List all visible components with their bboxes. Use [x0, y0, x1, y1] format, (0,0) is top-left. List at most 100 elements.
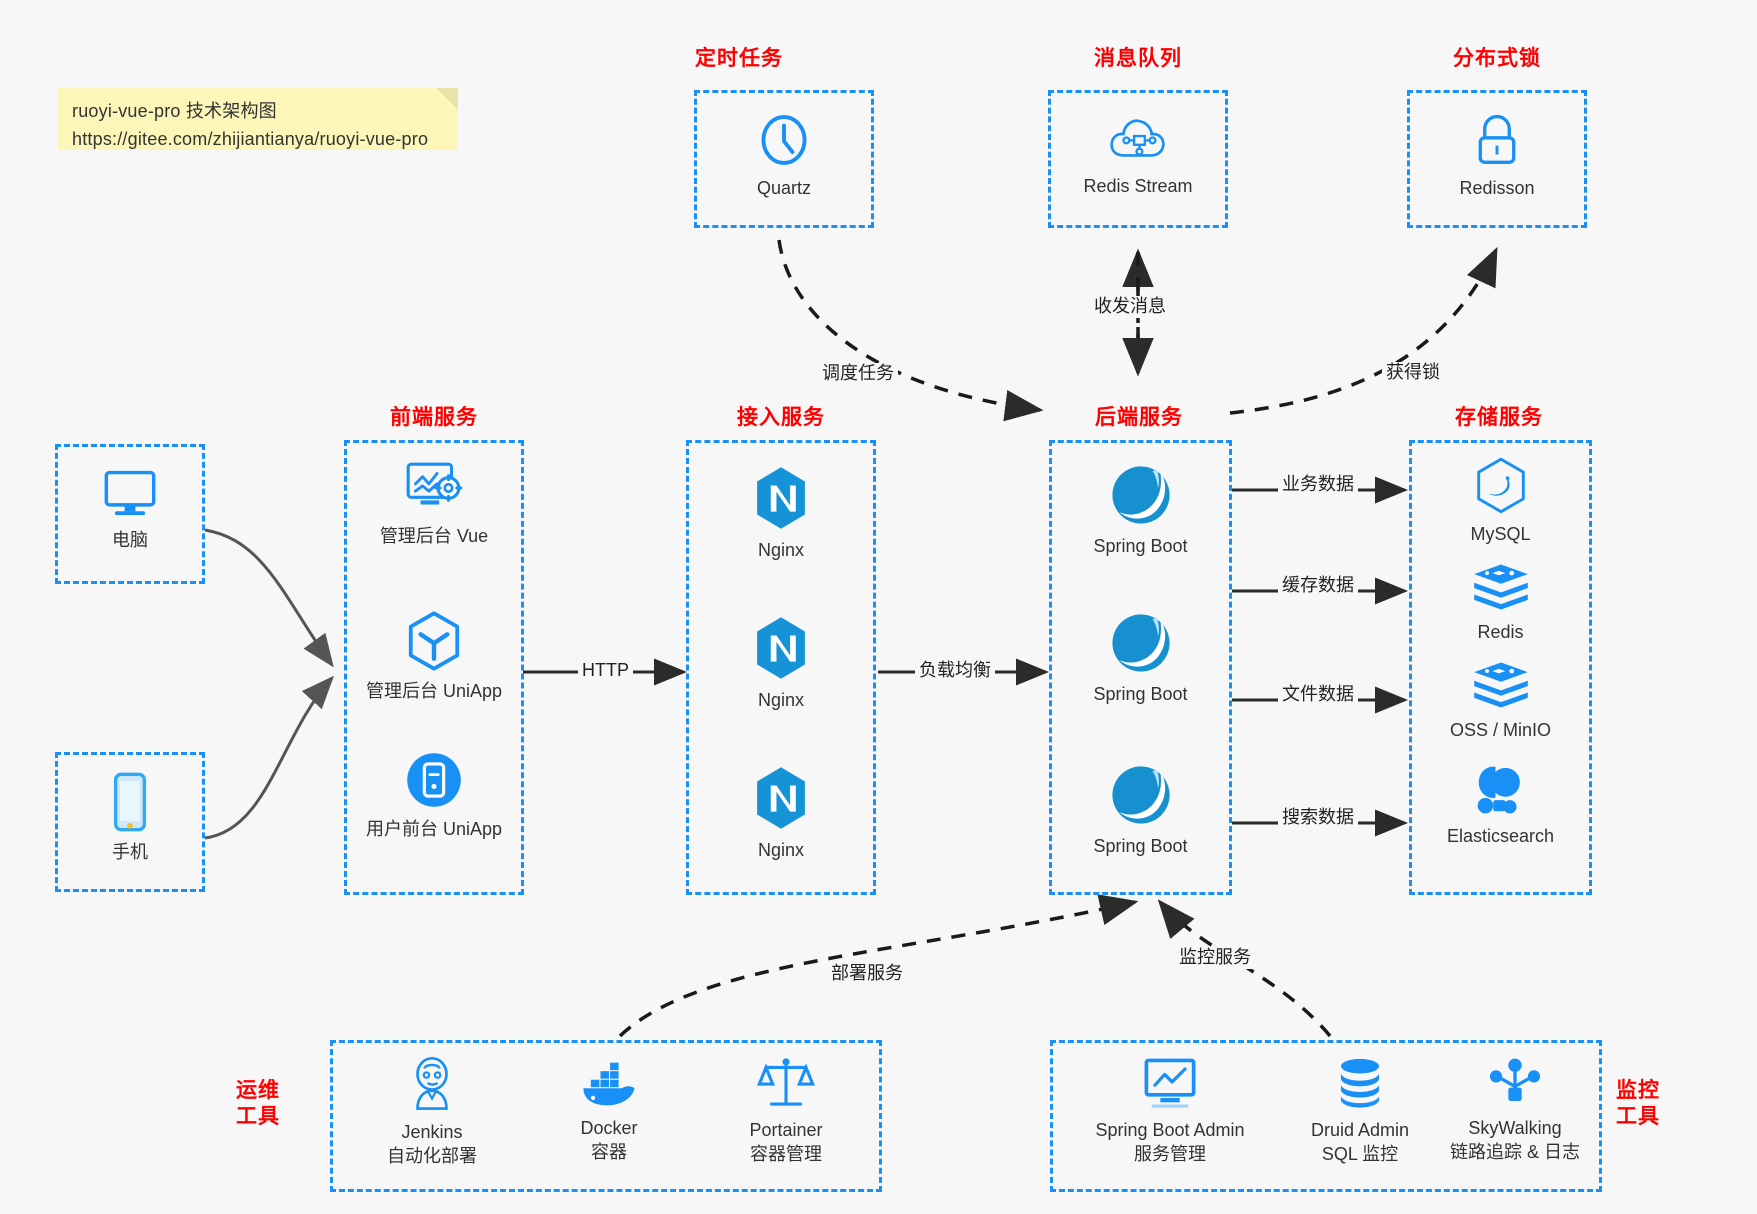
node-label: Redisson — [1459, 178, 1535, 198]
edge-label-file-data: 文件数据 — [1278, 684, 1358, 706]
node-nginx-1[interactable]: Nginx — [689, 465, 873, 562]
node-jenkins[interactable]: Jenkins 自动化部署 — [347, 1055, 517, 1169]
node-nginx-3[interactable]: Nginx — [689, 765, 873, 862]
group-title-frontend: 前端服务 — [390, 406, 478, 429]
group-box-storage[interactable]: MySQL Redis OSS / MinIO — [1409, 440, 1592, 895]
node-sublabel: 链路追踪 & 日志 — [1449, 1142, 1580, 1163]
node-label: Spring Boot Admin — [1095, 1120, 1245, 1140]
node-label: Jenkins — [401, 1122, 463, 1142]
node-redis-stream[interactable]: Redis Stream — [1051, 109, 1225, 198]
node-label: Quartz — [756, 178, 812, 198]
node-oss-minio[interactable]: OSS / MinIO — [1412, 659, 1589, 742]
group-box-scheduler[interactable]: Quartz — [694, 90, 874, 228]
node-label: Portainer — [749, 1120, 823, 1140]
group-title-backend: 后端服务 — [1095, 406, 1183, 429]
group-box-frontend[interactable]: 管理后台 Vue 管理后台 UniApp 用户前台 UniApp — [344, 440, 524, 895]
node-spring-boot-3[interactable]: Spring Boot — [1052, 763, 1229, 858]
node-druid-admin[interactable]: Druid Admin SQL 监控 — [1275, 1055, 1445, 1167]
edge-label-deploy-service: 部署服务 — [827, 963, 907, 985]
node-label: Nginx — [757, 840, 805, 860]
edge-label-business-data: 业务数据 — [1278, 474, 1358, 496]
node-label: 用户前台 UniApp — [365, 819, 503, 839]
node-sublabel: SQL 监控 — [1321, 1144, 1399, 1165]
edge-label-http: HTTP — [578, 660, 633, 682]
edge-label-schedule-task: 调度任务 — [818, 363, 898, 385]
node-spring-boot-2[interactable]: Spring Boot — [1052, 611, 1229, 706]
node-phone[interactable]: 手机 — [58, 771, 202, 864]
nginx-icon — [757, 467, 805, 529]
group-title-ops-line1: 运维 — [236, 1079, 280, 1102]
group-box-ops[interactable]: Jenkins 自动化部署 Docker 容器 Portain — [330, 1040, 882, 1192]
node-nginx-2[interactable]: Nginx — [689, 615, 873, 712]
edge-label-send-receive-message: 收发消息 — [1090, 296, 1170, 318]
group-title-ops-line2: 工具 — [236, 1105, 280, 1129]
node-sublabel: 服务管理 — [1134, 1144, 1206, 1165]
group-box-distributed-lock[interactable]: Redisson — [1407, 90, 1587, 228]
spring-boot-icon — [1111, 766, 1170, 824]
node-computer[interactable]: 电脑 — [58, 465, 202, 552]
group-title-ops: 运维 工具 — [236, 1078, 280, 1131]
node-label: 管理后台 Vue — [379, 526, 489, 546]
mysql-icon — [1476, 457, 1525, 514]
node-label: Elasticsearch — [1446, 826, 1555, 846]
note-url: https://gitee.com/zhijiantianya/ruoyi-vu… — [72, 128, 429, 149]
group-box-computer[interactable]: 电脑 — [55, 444, 205, 584]
group-title-monitor-line1: 监控 — [1616, 1079, 1660, 1102]
group-box-monitor[interactable]: Spring Boot Admin 服务管理 Druid Admin SQL 监… — [1050, 1040, 1602, 1192]
group-box-gateway[interactable]: Nginx Nginx Nginx — [686, 440, 876, 895]
node-label: SkyWalking — [1468, 1118, 1562, 1138]
node-sublabel: 容器管理 — [750, 1144, 822, 1165]
node-label: 电脑 — [112, 530, 148, 550]
node-skywalking[interactable]: SkyWalking 链路追踪 & 日志 — [1425, 1055, 1605, 1165]
node-elasticsearch[interactable]: Elasticsearch — [1412, 761, 1589, 848]
edge-label-acquire-lock: 获得锁 — [1382, 362, 1444, 384]
lock-icon — [1478, 114, 1516, 164]
skywalking-icon — [1489, 1058, 1541, 1101]
cloud-network-icon — [1110, 119, 1165, 157]
node-label: 手机 — [112, 842, 148, 862]
group-title-storage: 存储服务 — [1455, 406, 1543, 429]
group-box-backend[interactable]: Spring Boot Spring Boot Spring Boot — [1049, 440, 1232, 895]
app-circle-icon — [407, 753, 461, 807]
cube-icon — [408, 611, 460, 671]
group-title-gateway: 接入服务 — [737, 406, 825, 429]
node-mysql[interactable]: MySQL — [1412, 457, 1589, 546]
node-label: OSS / MinIO — [1449, 720, 1552, 740]
node-label: Spring Boot — [1093, 836, 1188, 856]
node-label: Druid Admin — [1310, 1120, 1410, 1140]
note-card: ruoyi-vue-pro 技术架构图 https://gitee.com/zh… — [58, 88, 458, 150]
spring-boot-icon — [1111, 466, 1170, 524]
node-label: Spring Boot — [1093, 684, 1188, 704]
node-spring-boot-1[interactable]: Spring Boot — [1052, 463, 1229, 558]
node-sublabel: 容器 — [591, 1142, 627, 1163]
group-title-monitor: 监控 工具 — [1616, 1078, 1660, 1131]
edge-label-monitor-service: 监控服务 — [1175, 947, 1255, 969]
node-quartz[interactable]: Quartz — [697, 111, 871, 200]
node-user-uniapp[interactable]: 用户前台 UniApp — [347, 750, 521, 841]
edge-label-load-balance: 负载均衡 — [915, 660, 995, 682]
node-redisson[interactable]: Redisson — [1410, 111, 1584, 200]
node-sublabel: 自动化部署 — [387, 1146, 477, 1167]
node-label: Spring Boot — [1093, 536, 1188, 556]
clock-icon — [761, 115, 807, 165]
node-admin-uniapp[interactable]: 管理后台 UniApp — [347, 610, 521, 703]
nginx-icon — [757, 767, 805, 829]
docker-icon — [583, 1062, 635, 1106]
node-admin-vue[interactable]: 管理后台 Vue — [347, 459, 521, 548]
group-title-monitor-line2: 工具 — [1616, 1105, 1660, 1129]
group-box-message-queue[interactable]: Redis Stream — [1048, 90, 1228, 228]
group-title-message-queue: 消息队列 — [1094, 47, 1182, 70]
node-label: 管理后台 UniApp — [365, 681, 503, 701]
node-label: MySQL — [1470, 524, 1531, 544]
node-redis[interactable]: Redis — [1412, 561, 1589, 644]
node-spring-boot-admin[interactable]: Spring Boot Admin 服务管理 — [1065, 1055, 1275, 1167]
node-label: Docker — [580, 1118, 638, 1138]
node-label: Nginx — [757, 690, 805, 710]
dashboard-gear-icon — [406, 462, 463, 505]
node-docker[interactable]: Docker 容器 — [524, 1059, 694, 1165]
group-box-phone[interactable]: 手机 — [55, 752, 205, 892]
node-label: Redis — [1477, 622, 1524, 642]
elasticsearch-icon — [1477, 766, 1520, 814]
monitor-chart-icon — [1144, 1058, 1196, 1108]
node-portainer[interactable]: Portainer 容器管理 — [701, 1055, 871, 1167]
